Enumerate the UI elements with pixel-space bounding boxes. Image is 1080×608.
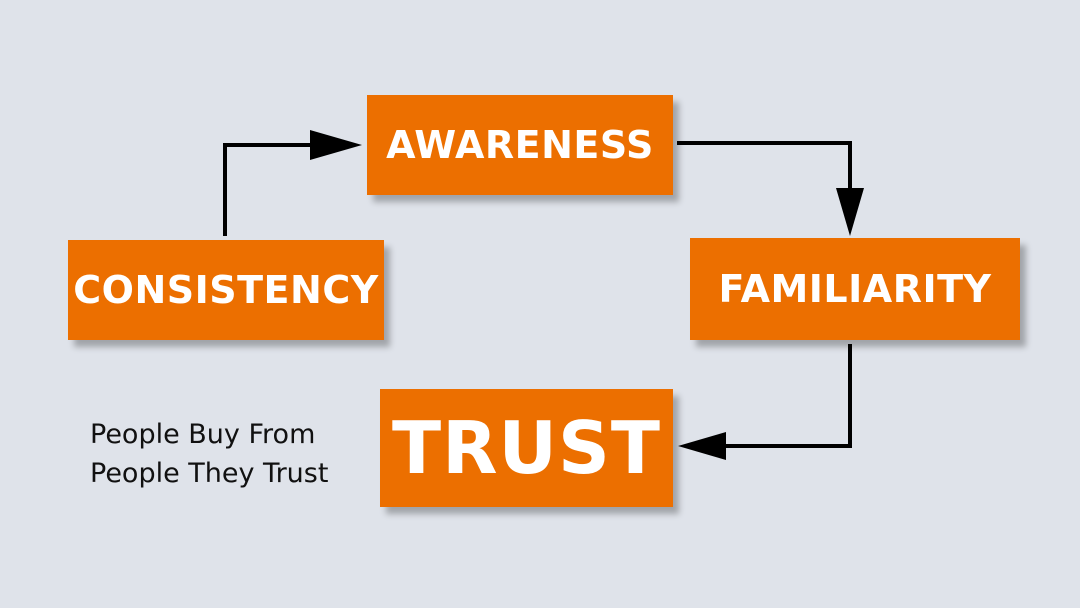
caption-line-2: People They Trust [90,458,329,489]
node-consistency: CONSISTENCY [68,240,384,340]
node-familiarity: FAMILIARITY [690,238,1020,340]
node-familiarity-label: FAMILIARITY [718,267,992,311]
arrow-awareness-to-familiarity [677,141,852,205]
node-consistency-label: CONSISTENCY [73,268,379,312]
arrow-familiarity-to-trust [710,344,852,448]
caption: People Buy From People They Trust [90,415,328,493]
arrowhead-right-icon [310,130,362,160]
caption-line-1: People Buy From [90,419,316,450]
node-trust: TRUST [380,389,673,507]
node-awareness: AWARENESS [367,95,673,195]
node-trust-label: TRUST [392,406,661,490]
arrowhead-down-icon [836,188,864,236]
arrow-consistency-to-awareness [223,143,330,236]
node-awareness-label: AWARENESS [386,123,654,167]
arrowhead-left-icon [678,432,726,460]
